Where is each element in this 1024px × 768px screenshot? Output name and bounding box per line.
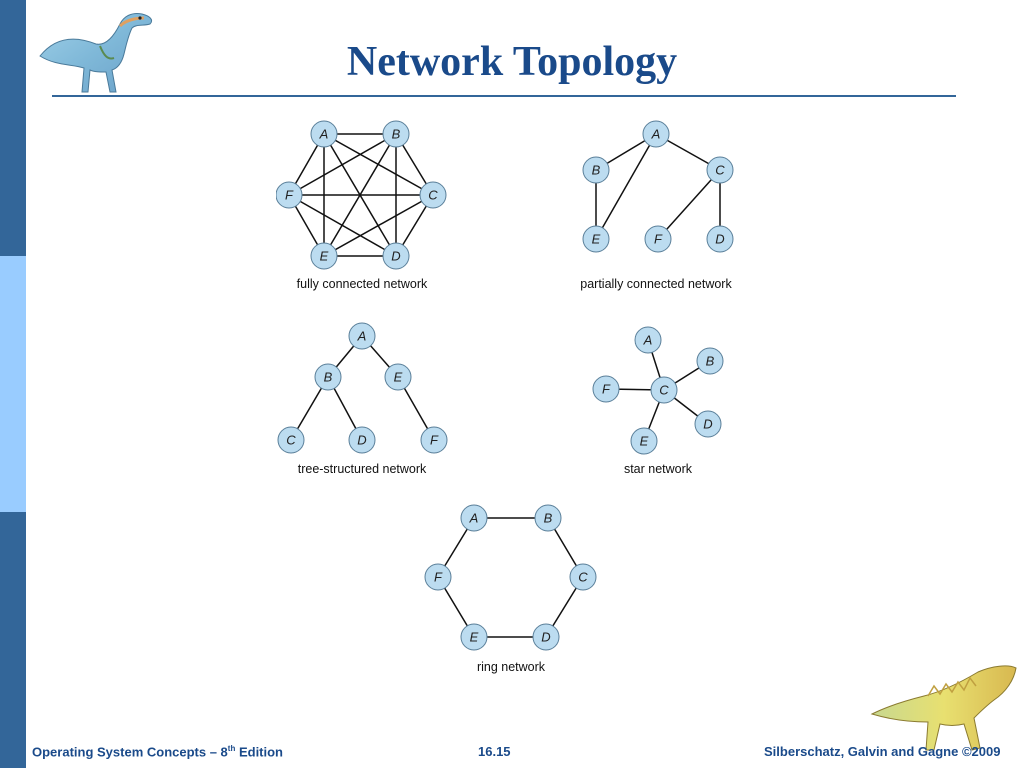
partial-node-c	[706, 156, 734, 184]
footer-page-number: 16.15	[478, 744, 511, 759]
partial-node-label-f: F	[654, 232, 663, 247]
partial-node-e	[582, 225, 610, 253]
partial-node-f	[644, 225, 672, 253]
partial-edge-c-f	[657, 169, 721, 240]
ring-node-b	[534, 504, 562, 532]
ring-node-label-d: D	[541, 630, 550, 645]
fully-node-label-b: B	[392, 127, 401, 142]
caption-fully-connected: fully connected network	[297, 277, 428, 291]
dinosaur-logo-icon	[39, 13, 153, 93]
star-node-f	[592, 375, 620, 403]
partial-node-a	[642, 120, 670, 148]
fully-node-label-c: C	[428, 188, 438, 203]
tree-node-label-e: E	[394, 370, 403, 385]
fully-node-b	[382, 120, 410, 148]
partial-node-label-b: B	[592, 163, 601, 178]
ring-node-c	[569, 563, 597, 591]
star-node-c	[650, 376, 678, 404]
tree-node-label-a: A	[357, 329, 367, 344]
fully-node-f	[275, 181, 303, 209]
fully-node-a	[310, 120, 338, 148]
fully-edge-b-f	[288, 133, 397, 196]
partial-node-label-c: C	[715, 163, 725, 178]
star-node-label-f: F	[602, 382, 611, 397]
fully-edge-d-f	[288, 194, 397, 257]
star-node-e	[630, 427, 658, 455]
partial-node-b	[582, 156, 610, 184]
caption-star: star network	[624, 462, 693, 476]
page-title: Network Topology	[346, 39, 678, 85]
caption-ring: ring network	[477, 660, 546, 674]
ring-node-a	[460, 504, 488, 532]
fully-node-d	[382, 242, 410, 270]
partial-node-label-a: A	[651, 127, 661, 142]
star-node-b	[696, 347, 724, 375]
tree-node-label-d: D	[357, 433, 366, 448]
caption-tree-structured: tree-structured network	[298, 462, 427, 476]
partial-node-label-d: D	[715, 232, 724, 247]
sidebar-dark-top	[0, 0, 26, 256]
star-node-label-b: B	[706, 354, 715, 369]
tree-node-label-c: C	[286, 433, 296, 448]
ring-node-f	[424, 563, 452, 591]
tree-node-e	[384, 363, 412, 391]
dinosaur-footer-icon	[870, 665, 1017, 751]
star-node-label-a: A	[643, 333, 653, 348]
ring-node-e	[460, 623, 488, 651]
star-node-label-d: D	[703, 417, 712, 432]
ring-node-label-f: F	[434, 570, 443, 585]
ring-node-label-e: E	[470, 630, 479, 645]
ring-node-label-c: C	[578, 570, 588, 585]
ring-node-label-a: A	[469, 511, 479, 526]
fully-node-c	[419, 181, 447, 209]
tree-node-c	[277, 426, 305, 454]
fully-node-e	[310, 242, 338, 270]
sidebar-dark-bottom	[0, 512, 26, 768]
fully-node-label-a: A	[319, 127, 329, 142]
star-node-label-e: E	[640, 434, 649, 449]
partial-node-d	[706, 225, 734, 253]
sidebar-light-middle	[0, 256, 26, 512]
ring-node-d	[532, 623, 560, 651]
tree-node-f	[420, 426, 448, 454]
fully-edge-c-e	[323, 194, 434, 257]
star-node-label-c: C	[659, 383, 669, 398]
tree-node-label-f: F	[430, 433, 439, 448]
star-node-d	[694, 410, 722, 438]
title-divider	[52, 95, 956, 97]
fully-node-label-d: D	[391, 249, 400, 264]
star-node-a	[634, 326, 662, 354]
fully-node-label-e: E	[320, 249, 329, 264]
tree-node-d	[348, 426, 376, 454]
tree-node-label-b: B	[324, 370, 333, 385]
caption-partially-connected: partially connected network	[580, 277, 732, 291]
tree-node-a	[348, 322, 376, 350]
footer-copyright: Silberschatz, Galvin and Gagne ©2009	[764, 744, 1001, 759]
fully-node-label-f: F	[285, 188, 294, 203]
partial-node-label-e: E	[592, 232, 601, 247]
tree-node-b	[314, 363, 342, 391]
ring-node-label-b: B	[544, 511, 553, 526]
partial-edge-a-e	[595, 133, 657, 240]
footer-book-title: Operating System Concepts – 8th Edition	[32, 744, 284, 760]
